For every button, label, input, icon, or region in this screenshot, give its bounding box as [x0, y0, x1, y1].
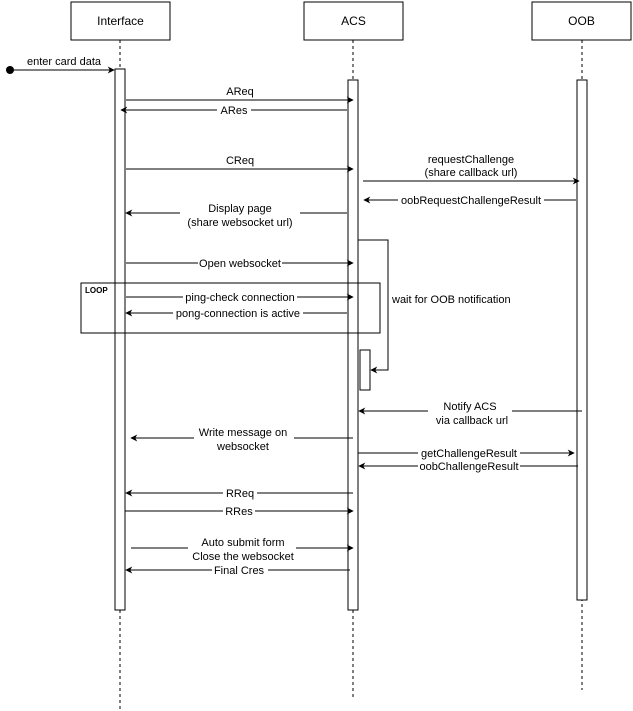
message-pong: pong-connection is active	[125, 307, 347, 320]
message-get-challenge-result-label: getChallengeResult	[421, 448, 517, 460]
message-write-message-label-1: Write message on	[199, 427, 287, 439]
message-areq-label: AReq	[226, 86, 254, 98]
message-wait-oob: wait for OOB notification	[358, 239, 511, 374]
message-rreq: RReq	[125, 487, 353, 500]
message-final-cres: Final Cres	[125, 564, 350, 577]
message-rres: RRes	[125, 505, 354, 518]
message-wait-oob-label: wait for OOB notification	[391, 294, 511, 306]
message-auto-submit-label-1: Auto submit form	[201, 537, 284, 549]
message-rres-label: RRes	[225, 506, 253, 518]
message-ping: ping-check connection	[126, 291, 354, 304]
message-display-page-label-1: Display page	[208, 203, 272, 215]
message-oob-request-challenge-result: oobRequestChallengeResult	[363, 194, 576, 207]
message-oob-request-challenge-result-label: oobRequestChallengeResult	[401, 195, 541, 207]
message-notify-acs-label-2: via callback url	[436, 415, 508, 427]
message-open-websocket: Open websocket	[126, 257, 354, 270]
message-creq: CReq	[126, 155, 354, 173]
message-request-challenge-label-1: requestChallenge	[428, 154, 514, 166]
message-areq: AReq	[126, 86, 354, 104]
message-auto-submit-label-2: Close the websocket	[192, 551, 294, 563]
loop-frame: LOOP	[80, 282, 381, 334]
message-write-message: Write message on websocket	[130, 426, 353, 453]
message-notify-acs-label-1: Notify ACS	[443, 401, 496, 413]
participant-interface-label: Interface	[97, 14, 144, 28]
message-request-challenge-label-2: (share callback url)	[425, 167, 518, 179]
activation-acs	[347, 79, 359, 611]
participant-oob: OOB	[531, 1, 632, 41]
message-enter-card-data-label: enter card data	[27, 56, 102, 68]
message-open-websocket-label: Open websocket	[199, 258, 281, 270]
participant-interface: Interface	[70, 1, 171, 41]
loop-label: LOOP	[85, 286, 108, 295]
participant-oob-label: OOB	[568, 14, 595, 28]
message-pong-label: pong-connection is active	[176, 308, 300, 320]
message-ping-label: ping-check connection	[185, 292, 294, 304]
message-rreq-label: RReq	[226, 488, 254, 500]
participant-acs-label: ACS	[341, 14, 366, 28]
message-display-page: Display page (share websocket url)	[125, 200, 347, 230]
activation-acs-wait	[359, 349, 371, 391]
message-request-challenge: requestChallenge (share callback url)	[363, 154, 580, 185]
message-enter-card-data: enter card data	[10, 56, 115, 74]
message-write-message-label-2: websocket	[216, 441, 269, 453]
participant-acs: ACS	[303, 1, 404, 41]
message-creq-label: CReq	[226, 155, 254, 167]
message-get-challenge-result: getChallengeResult	[358, 447, 575, 460]
message-ares: ARes	[120, 104, 347, 117]
message-notify-acs: Notify ACS via callback url	[358, 400, 582, 427]
message-ares-label: ARes	[221, 105, 248, 117]
activation-interface	[114, 68, 126, 611]
activation-oob	[576, 79, 588, 601]
message-oob-challenge-result: oobChallengeResult	[358, 460, 578, 473]
message-auto-submit: Auto submit form Close the websocket	[131, 536, 354, 563]
message-final-cres-label: Final Cres	[214, 565, 265, 577]
message-oob-challenge-result-label: oobChallengeResult	[419, 461, 518, 473]
message-display-page-label-2: (share websocket url)	[187, 217, 292, 229]
